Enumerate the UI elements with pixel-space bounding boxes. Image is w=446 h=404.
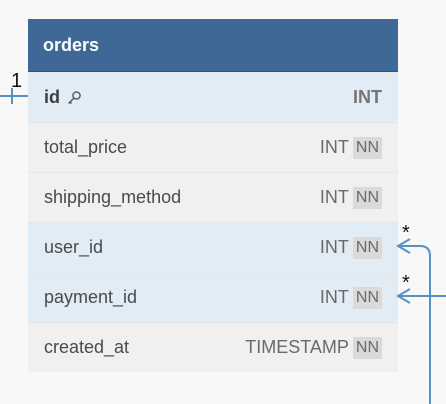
table-header[interactable]: orders bbox=[28, 19, 398, 72]
column-name: user_id bbox=[44, 237, 104, 257]
column-row-id[interactable]: id INT bbox=[28, 72, 398, 122]
table-orders[interactable]: orders id INT total_price INT NN shippin… bbox=[28, 19, 398, 372]
column-row-user-id[interactable]: user_id INT NN bbox=[28, 222, 398, 272]
column-type: INT bbox=[353, 87, 382, 107]
many-marker bbox=[396, 288, 411, 304]
column-name: payment_id bbox=[44, 287, 138, 307]
column-type: INT bbox=[319, 237, 349, 257]
relation-line-user-id[interactable] bbox=[398, 245, 431, 404]
column-name: total_price bbox=[44, 137, 128, 157]
column-name: shipping_method bbox=[44, 187, 182, 207]
cardinality-label-id: 1 bbox=[11, 70, 23, 92]
table-title: orders bbox=[43, 34, 100, 55]
key-icon bbox=[66, 90, 82, 106]
column-type: INT bbox=[319, 137, 349, 157]
column-row-total-price[interactable]: total_price INT NN bbox=[28, 122, 398, 172]
not-null-badge: NN bbox=[352, 236, 382, 259]
column-type: INT bbox=[319, 187, 349, 207]
not-null-badge: NN bbox=[352, 336, 382, 359]
not-null-badge: NN bbox=[352, 136, 382, 159]
cardinality-label-payment-id: * bbox=[402, 272, 410, 294]
many-marker bbox=[396, 238, 411, 254]
column-row-payment-id[interactable]: payment_id INT NN bbox=[28, 272, 398, 322]
column-name: created_at bbox=[44, 337, 130, 357]
column-name-wrap: id bbox=[44, 87, 353, 108]
column-type: TIMESTAMP bbox=[245, 337, 349, 357]
column-row-created-at[interactable]: created_at TIMESTAMP NN bbox=[28, 322, 398, 372]
cardinality-label-user-id: * bbox=[402, 222, 410, 244]
column-row-shipping-method[interactable]: shipping_method INT NN bbox=[28, 172, 398, 222]
not-null-badge: NN bbox=[352, 286, 382, 309]
column-type: INT bbox=[319, 287, 349, 307]
not-null-badge: NN bbox=[352, 186, 382, 209]
column-name: id bbox=[44, 87, 60, 107]
